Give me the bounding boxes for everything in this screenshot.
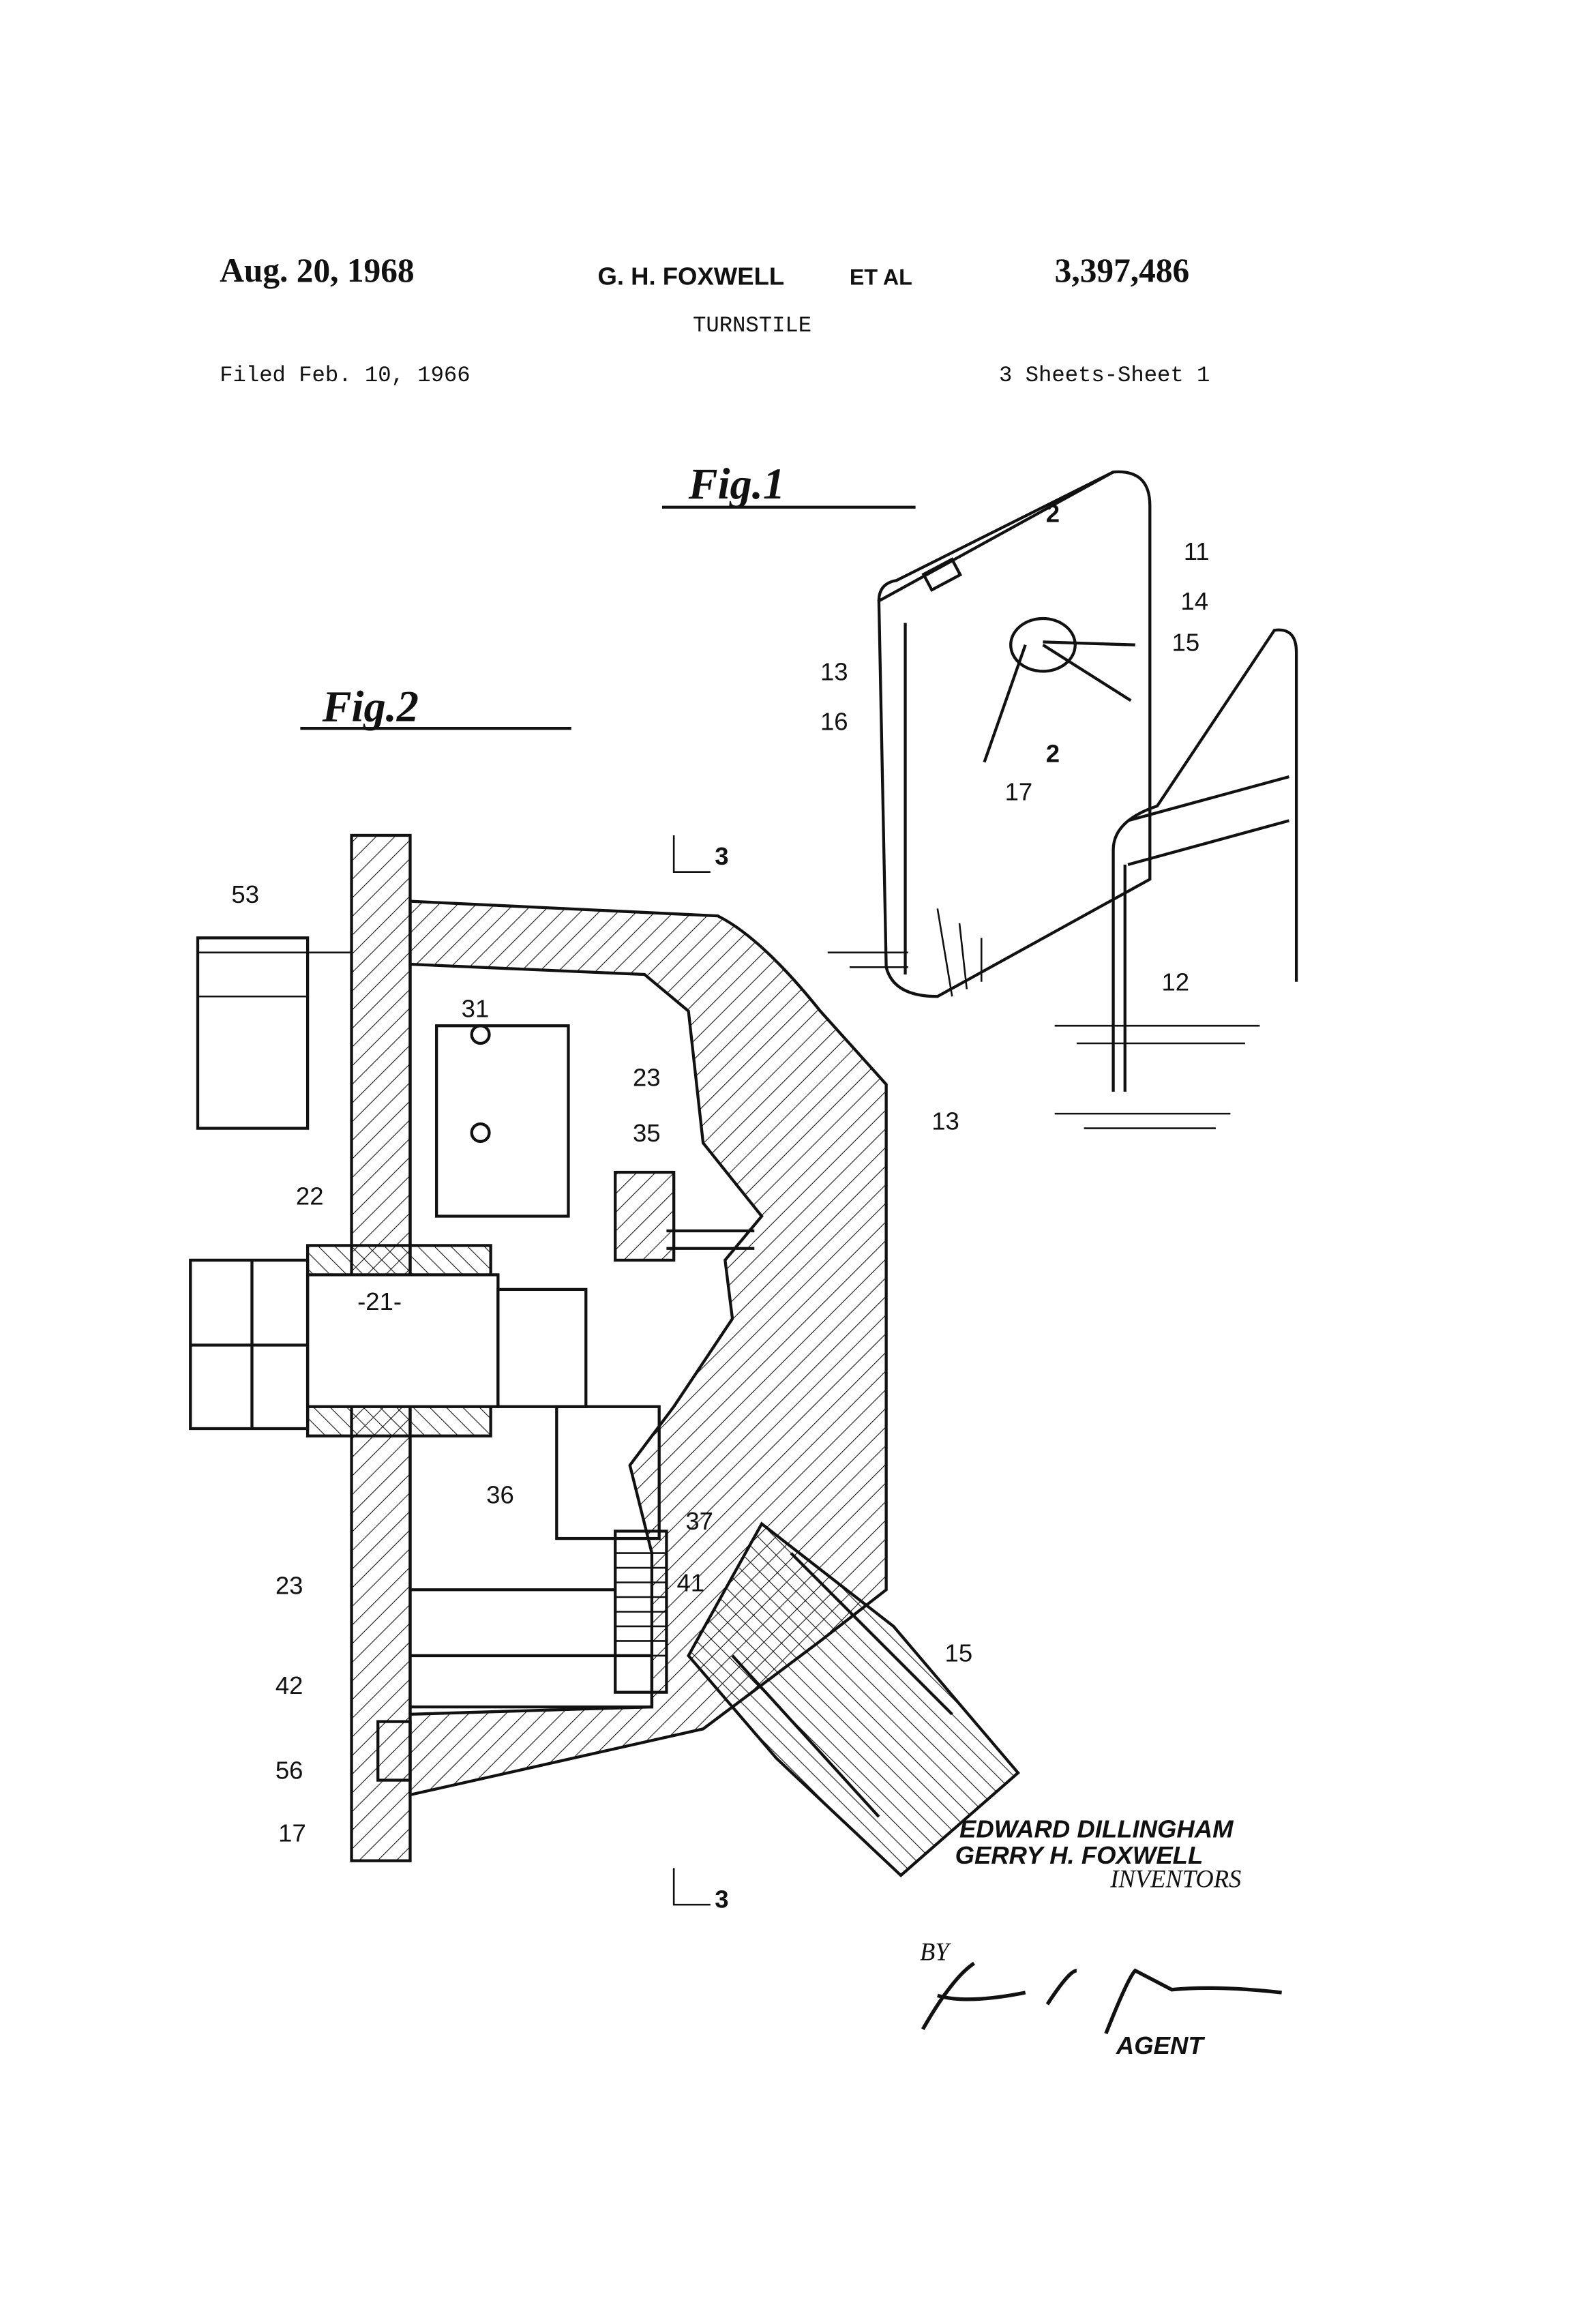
patent-title: TURNSTILE — [693, 313, 811, 338]
sheet-count: 3 Sheets-Sheet 1 — [999, 363, 1210, 388]
fig1-turnstile-drawing — [827, 470, 1298, 1129]
fig1-ref-16: 16 — [820, 707, 848, 735]
fig2-ref-36: 36 — [486, 1481, 514, 1509]
fig2-ref-23-top: 23 — [633, 1063, 661, 1091]
fig1-ref-11: 11 — [1184, 537, 1210, 565]
fig2-ref-15: 15 — [945, 1639, 973, 1667]
patent-number: 3,397,486 — [1055, 252, 1190, 289]
fig1-ref-17: 17 — [1005, 777, 1033, 805]
fig1-ref-15: 15 — [1172, 628, 1200, 656]
inventor-1: EDWARD DILLINGHAM — [959, 1815, 1234, 1843]
fig2-ref-35: 35 — [633, 1119, 661, 1147]
fig1-ref-13: 13 — [820, 657, 848, 685]
agent-label: AGENT — [1116, 2031, 1205, 2059]
svg-text:Fig.2: Fig.2 — [322, 682, 419, 730]
fig1-label: Fig.1 — [661, 460, 916, 509]
fig2-label: Fig.2 — [300, 682, 571, 730]
filed-date: Filed Feb. 10, 1966 — [220, 363, 470, 388]
fig2-ref-31: 31 — [462, 994, 490, 1022]
fig2-ref-37: 37 — [685, 1507, 713, 1535]
svg-text:Fig.1: Fig.1 — [688, 460, 785, 508]
inventor-2: GERRY H. FOXWELL — [955, 1841, 1204, 1869]
fig1-ref-14: 14 — [1180, 587, 1208, 615]
fig2-ref-3-bottom: 3 — [715, 1885, 728, 1913]
fig2-ref-41: 41 — [676, 1568, 704, 1596]
inventor-name: G. H. FOXWELL — [597, 262, 784, 290]
patent-date: Aug. 20, 1968 — [220, 252, 414, 289]
et-al: ET AL — [850, 265, 912, 289]
fig2-ref-3-top: 3 — [715, 842, 728, 870]
fig1-ref-2-bottom: 2 — [1046, 740, 1060, 768]
by-label: BY — [920, 1938, 951, 1966]
fig2-ref-21: -21- — [357, 1287, 402, 1315]
agent-signature — [921, 1961, 1282, 2035]
fig2-section-drawing — [189, 833, 1020, 1906]
fig2-ref-22: 22 — [296, 1182, 324, 1210]
fig2-ref-42: 42 — [275, 1671, 303, 1699]
fig2-ref-13: 13 — [931, 1107, 959, 1135]
fig2-ref-23-bottom: 23 — [275, 1572, 303, 1600]
inventors-label: INVENTORS — [1109, 1864, 1241, 1892]
fig1-ref-12: 12 — [1161, 968, 1189, 996]
fig2-ref-17: 17 — [278, 1819, 306, 1847]
fig2-ref-53: 53 — [231, 880, 259, 908]
fig1-ref-2-top: 2 — [1046, 499, 1060, 527]
fig2-ref-56: 56 — [275, 1756, 303, 1784]
